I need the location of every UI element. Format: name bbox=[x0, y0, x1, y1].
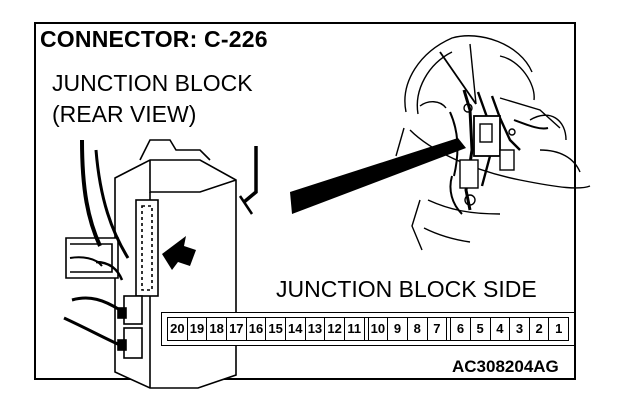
pin-15: 15 bbox=[266, 318, 286, 340]
pin-13: 13 bbox=[306, 318, 326, 340]
connector-title: CONNECTOR: C-226 bbox=[40, 26, 268, 52]
pin-6: 6 bbox=[450, 318, 471, 340]
junction-block-label: JUNCTION BLOCK (REAR VIEW) bbox=[52, 68, 253, 130]
junction-block-label-line2: (REAR VIEW) bbox=[52, 101, 197, 127]
pin-9: 9 bbox=[388, 318, 408, 340]
pin-20: 20 bbox=[168, 318, 188, 340]
pin-8: 8 bbox=[408, 318, 428, 340]
pin-18: 18 bbox=[207, 318, 227, 340]
pointer-arrow bbox=[162, 236, 196, 270]
pin-5: 5 bbox=[471, 318, 491, 340]
pin-14: 14 bbox=[286, 318, 306, 340]
target-connector-slot bbox=[135, 199, 159, 297]
junction-block-label-line1: JUNCTION BLOCK bbox=[52, 70, 253, 96]
pin-11: 11 bbox=[345, 318, 365, 340]
junction-block-drawing bbox=[63, 139, 258, 389]
pin-3: 3 bbox=[510, 318, 530, 340]
pin-7: 7 bbox=[428, 318, 448, 340]
pin-10: 10 bbox=[367, 318, 389, 340]
pin-16: 16 bbox=[247, 318, 267, 340]
pin-17: 17 bbox=[227, 318, 247, 340]
leader-arrow bbox=[290, 138, 466, 214]
dashboard-drawing bbox=[395, 35, 591, 251]
pin-4: 4 bbox=[491, 318, 511, 340]
junction-block-side-label: JUNCTION BLOCK SIDE bbox=[276, 276, 537, 302]
pin-1: 1 bbox=[555, 321, 563, 336]
pin-12: 12 bbox=[325, 318, 345, 340]
pin-19: 19 bbox=[188, 318, 208, 340]
figure-code: AC308204AG bbox=[452, 357, 559, 376]
pin-2: 2 bbox=[530, 318, 550, 340]
